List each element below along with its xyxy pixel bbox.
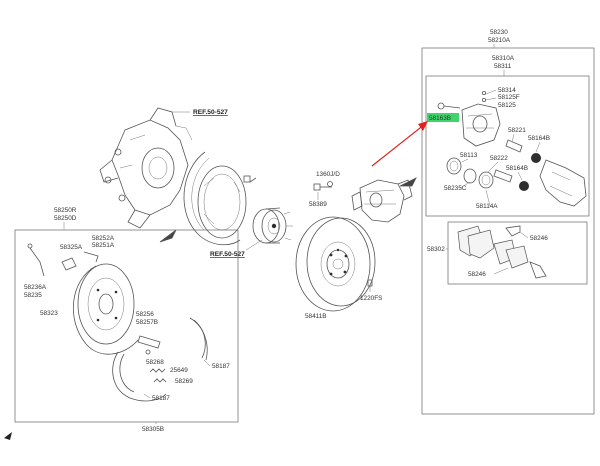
knuckle-illustration (99, 107, 193, 229)
brake-disc-illustration (295, 216, 376, 312)
caliper-number-2: 58210A (488, 37, 511, 44)
caliper-bolt-illustration (313, 183, 332, 191)
brake-shoe-illustration (112, 317, 208, 402)
part-label-58114a: 58114A (476, 203, 498, 210)
guide-pin-illustration (493, 139, 541, 191)
part-label-58323: 58323 (40, 310, 58, 317)
dust-shield-illustration (183, 151, 247, 246)
pad-subgroup-box (447, 221, 588, 285)
parking-group-number-1: 58250R (54, 207, 77, 214)
parking-group-number-2: 58250D (54, 215, 77, 222)
ref-label-hub: REF.50-527 (210, 251, 245, 258)
caliper-sub-number: 58311 (494, 63, 512, 70)
ref-label-knuckle: REF.50-527 (193, 109, 228, 116)
part-label-58235c: 58235C (444, 185, 467, 192)
part-label-58251a: 58251A (92, 242, 115, 249)
part-label-58221: 58221 (508, 127, 526, 134)
caliper-group-box (421, 47, 595, 415)
parking-brake-group-box (14, 229, 239, 423)
part-label-58113: 58113 (460, 152, 478, 159)
part-label-58314: 58314 (498, 87, 516, 94)
part-label-58125f: 58125F (498, 94, 520, 101)
caliper-illustration (351, 179, 413, 223)
part-label-58389: 58389 (309, 201, 327, 208)
highlighted-part-label: 58163B (429, 115, 451, 122)
part-label-58187-a: 58187 (212, 363, 230, 370)
pad-group-label: 58302 (427, 246, 445, 253)
part-label-58187-b: 58187 (152, 395, 170, 402)
part-label-58257b: 58257B (136, 319, 158, 326)
part-label-58222: 58222 (490, 155, 508, 162)
caliper-inner-number: 58310A (492, 55, 515, 62)
hub-bearing-illustration (252, 207, 293, 244)
highlighted-part-box (427, 113, 459, 122)
parking-group-bottom-number: 58305B (142, 426, 164, 433)
screw-icon (367, 279, 373, 287)
brake-pad-illustration (457, 225, 529, 269)
part-label-58256: 58256 (136, 311, 154, 318)
part-label-58268: 58268 (146, 359, 164, 366)
part-label-58164b-a: 58164B (528, 135, 550, 142)
red-pointer-arrow (371, 123, 426, 167)
part-label-58235: 58235 (24, 292, 42, 299)
piston-illustration (446, 157, 494, 189)
part-label-1360jd: 1360J/D (316, 171, 340, 178)
spring-illustration (149, 368, 167, 383)
part-label-58269: 58269 (175, 378, 193, 385)
part-label-1220fs: 1220FS (360, 295, 382, 302)
part-label-58164b-b: 58164B (506, 165, 528, 172)
washer-icon (327, 181, 333, 187)
red-arrowhead (418, 121, 428, 131)
backing-plate-illustration (73, 263, 139, 355)
part-label-58246-a: 58246 (530, 235, 548, 242)
corner-arrow-icon (4, 432, 12, 440)
part-label-58411b: 58411B (305, 313, 327, 320)
part-label-58125: 58125 (498, 102, 516, 109)
part-label-58236a: 58236A (24, 284, 47, 291)
parking-cable-illustration (27, 243, 99, 277)
part-label-58246-b: 58246 (468, 271, 486, 278)
part-label-58325a: 58325A (60, 244, 83, 251)
adjuster-illustration (137, 335, 161, 355)
caliper-housing-illustration (437, 102, 501, 147)
caliper-bracket-illustration (539, 159, 587, 207)
caliper-number-1: 58230 (490, 29, 508, 36)
part-label-58252a: 58252A (92, 235, 115, 242)
part-label-25649: 25649 (170, 367, 188, 374)
caliper-subgroup-box (425, 75, 590, 217)
